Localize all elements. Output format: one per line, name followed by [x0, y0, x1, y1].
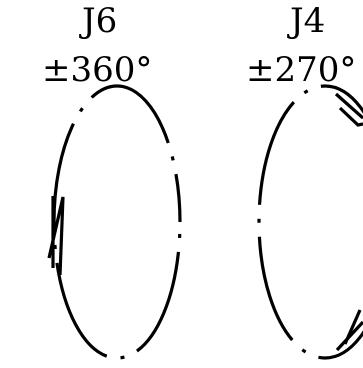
rotation-ellipse-j6: [52, 84, 182, 360]
joint-name-j4: J4: [290, 1, 326, 41]
joint-range-j4: ±270°: [246, 50, 357, 90]
direction-arrow-j4-bottom: [335, 309, 363, 352]
joint-name-j6: J6: [82, 1, 118, 41]
direction-arrow-j4-top: [334, 92, 363, 127]
direction-arrow-j6: [47, 196, 65, 276]
rotation-ellipse-j4: [257, 84, 363, 360]
joint-range-j6: ±360°: [42, 50, 153, 90]
